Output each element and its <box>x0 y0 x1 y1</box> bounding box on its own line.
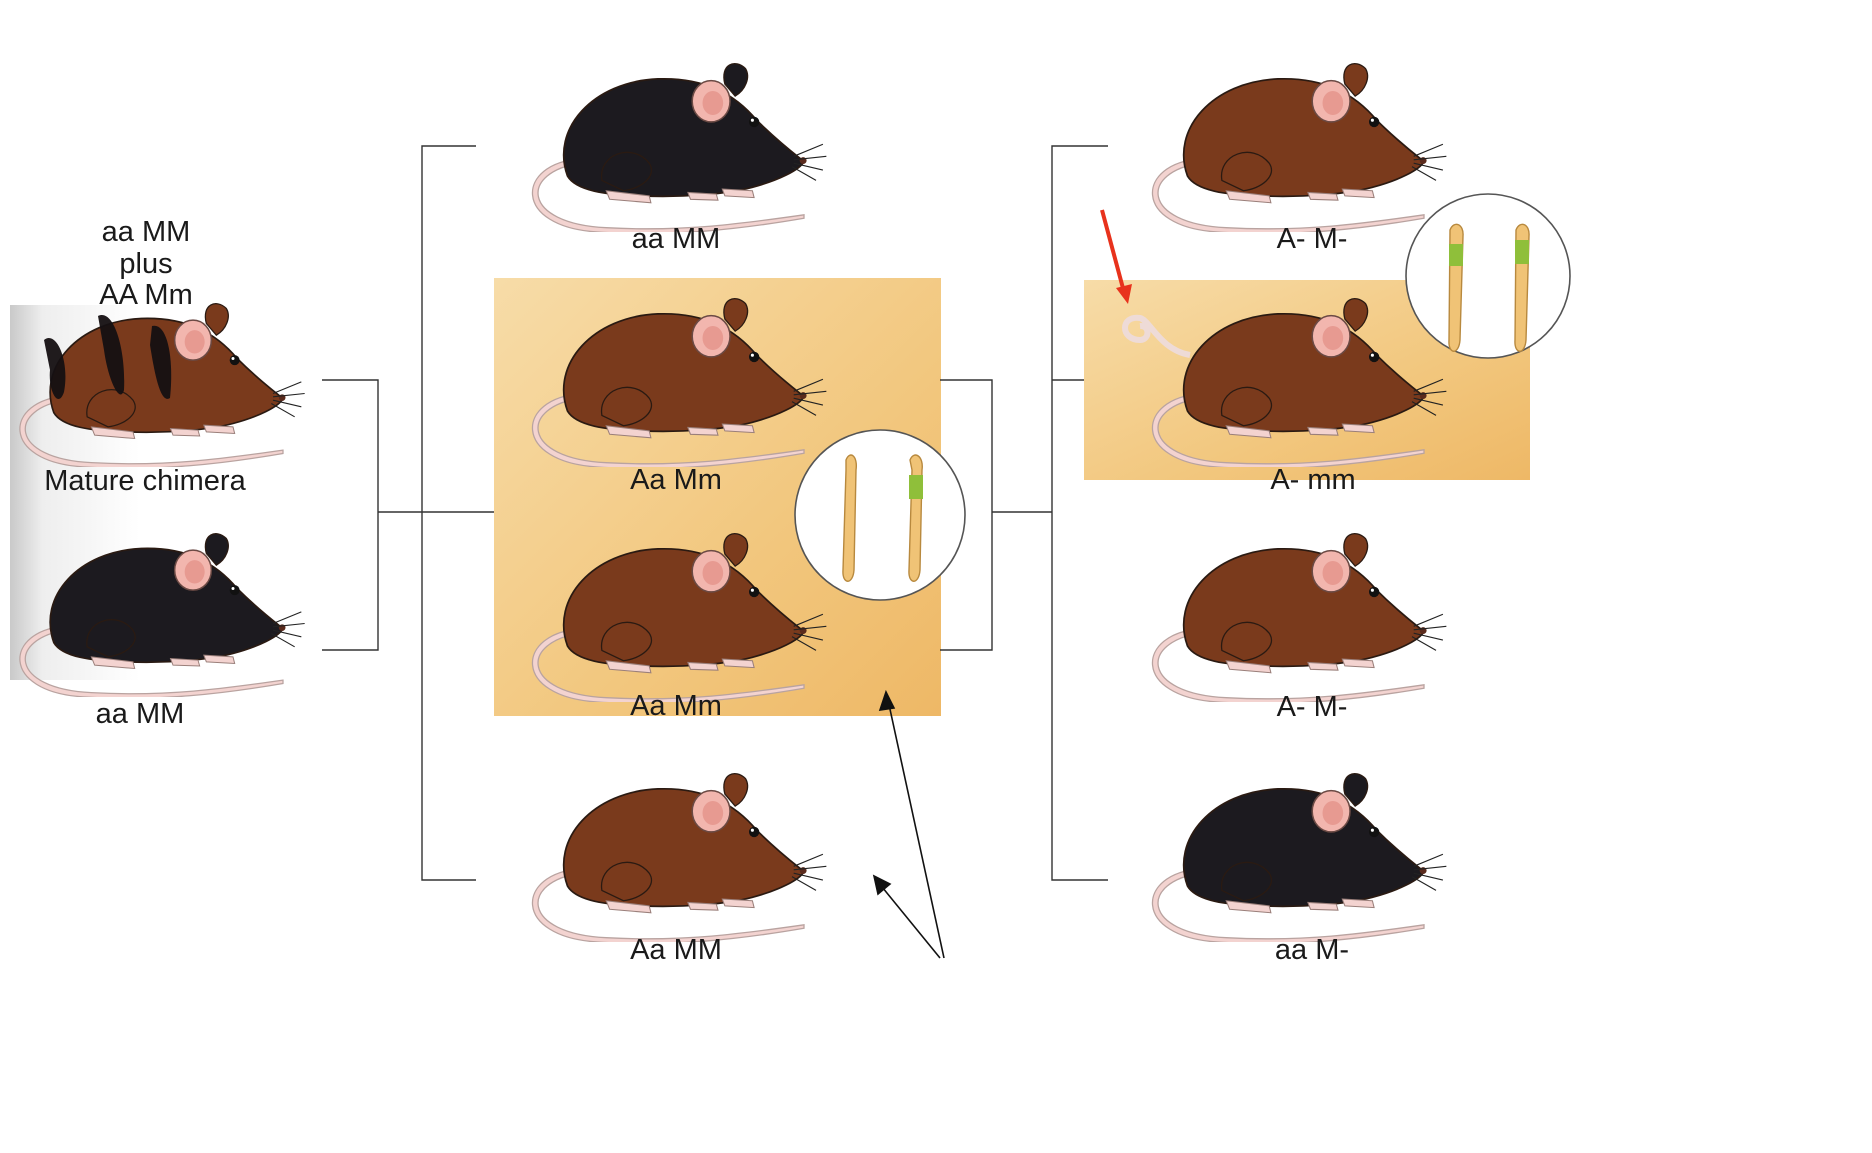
mouse-f2-aaM <box>1152 774 1446 944</box>
annotation-arrows <box>874 692 944 958</box>
f2-AM-label-2: A- M- <box>1262 693 1362 722</box>
f1-aaMM-label: aa MM <box>626 225 726 254</box>
mouse-f2-AM-1 <box>1152 64 1446 234</box>
f1-AaMm-label-1: Aa Mm <box>626 466 726 495</box>
chimera-parent-genotype-bottom: AA Mm <box>96 281 196 310</box>
f1-AaMm-label-2: Aa Mm <box>626 692 726 721</box>
transgene-band <box>909 475 923 499</box>
parent-aaMM-label: aa MM <box>90 700 190 729</box>
mature-chimera-label: Mature chimera <box>40 467 250 496</box>
chromosome-inset-f1 <box>795 430 965 600</box>
mouse-f1-aaMM <box>532 64 826 234</box>
f2-aaM-label: aa M- <box>1262 936 1362 965</box>
f2-Amm-label: A- mm <box>1258 466 1368 495</box>
transgene-band-left <box>1449 244 1463 266</box>
transgene-band-right <box>1515 240 1529 264</box>
mouse-f2-AM-2 <box>1152 534 1446 704</box>
chromosome-inset-f2 <box>1406 194 1570 358</box>
mouse-f1-AaMM <box>532 774 826 944</box>
f2-AM-label-1: A- M- <box>1262 225 1362 254</box>
chimera-parent-genotype-top: aa MM <box>96 218 196 247</box>
f1-AaMM-label: Aa MM <box>626 936 726 965</box>
chimera-parent-plus: plus <box>96 250 196 279</box>
